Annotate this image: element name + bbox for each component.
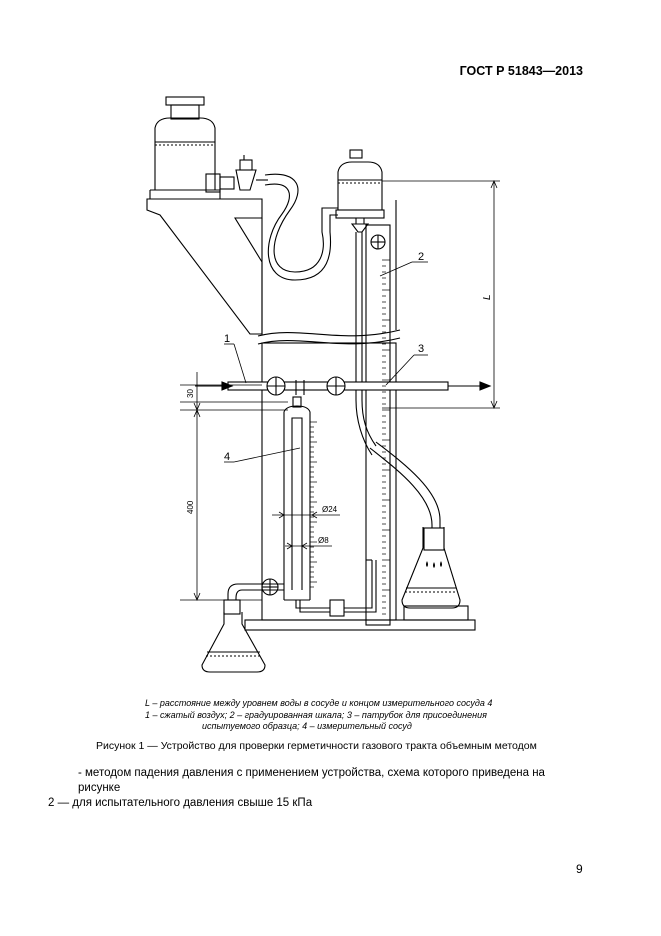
left-flask [201,612,266,673]
drops [426,561,442,568]
flask-stand [403,605,469,621]
top-bottle [149,96,221,199]
label-1: 1 [224,333,230,345]
measuring-vessel [283,396,311,601]
standard-number: ГОСТ Р 51843—2013 [459,64,583,78]
leaders [224,261,428,463]
right-flask [401,527,461,609]
figure-caption: Рисунок 1 — Устройство для проверки герм… [96,740,537,752]
dim-400: 400 [186,500,195,514]
paragraph-line-2: 2 — для испытательного давления свыше 15… [48,797,313,809]
label-L: L [482,294,493,300]
break-line [257,329,401,337]
dim-d24: Ø24 [322,505,338,514]
rubber-hose [264,173,338,273]
legend-line-2: 1 – сжатый воздух; 2 – градуированная шк… [145,710,487,720]
dim-30: 30 [186,389,195,398]
bottle-valve [205,155,268,193]
air-pipe [195,376,492,396]
graduated-scale [365,224,391,626]
base-plate [244,619,476,631]
valve-2 [326,376,346,396]
paragraph-line-1: - методом падения давления с применением… [78,767,545,794]
legend-line-1: L – расстояние между уровнем воды в сосу… [145,698,493,708]
dim-left [180,372,288,602]
upper-vessel [335,149,500,233]
long-tube [355,399,373,456]
dim-d8: Ø8 [318,536,329,545]
label-3: 3 [418,343,424,355]
outlet-pipe [369,447,433,548]
shelf [146,198,263,335]
dim-right [382,179,500,410]
valve-left [261,578,279,596]
vessel-ticks [310,421,317,588]
label-2: 2 [418,251,424,263]
left-pipe [227,583,284,612]
legend-line-3: испытуемого образца; 4 – измерительный с… [202,721,412,731]
valve-1 [266,376,286,396]
apparatus-figure: /* ticks drawn below */ [146,96,500,673]
body-paragraph: - методом падения давления с применением… [48,766,588,811]
dim-diam [272,511,340,550]
page-number: 9 [576,862,583,876]
label-4: 4 [224,451,230,463]
